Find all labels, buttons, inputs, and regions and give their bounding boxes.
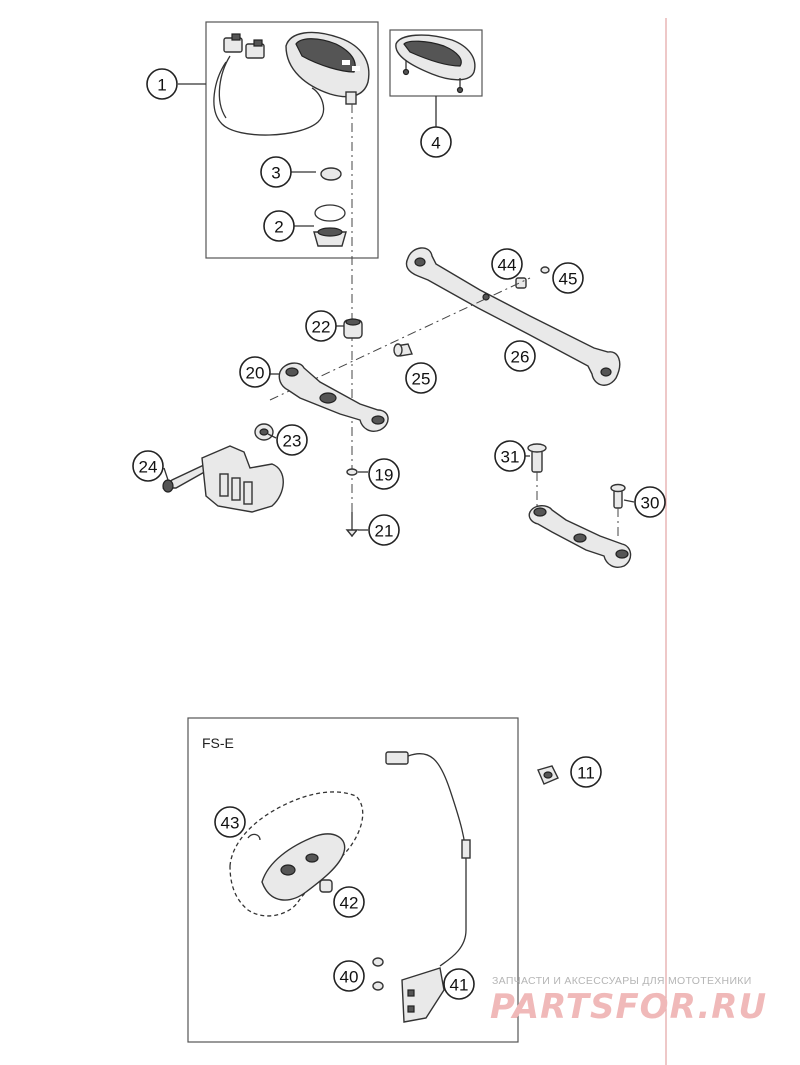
seal-kit-icon [313,204,347,247]
bolt-long-icon [527,443,547,473]
callout-22[interactable]: 22 [305,310,337,342]
svg-text:25: 25 [412,370,431,389]
callout-3[interactable]: 3 [260,156,292,188]
clip-icon [247,833,261,841]
svg-text:30: 30 [641,494,660,513]
callout-41[interactable]: 41 [443,968,475,1000]
svg-text:45: 45 [559,270,578,289]
spacer-icon [515,277,527,289]
holder-plate-icon [278,362,389,432]
brake-disc-icon [229,791,364,917]
svg-text:43: 43 [221,814,240,833]
callout-11[interactable]: 11 [570,756,602,788]
rubber-bushing-icon [343,318,363,339]
screws-icon [372,957,384,991]
svg-text:1: 1 [157,76,166,95]
speedometer-unit-icon [285,31,370,105]
speed-sensor-icon [385,751,471,1023]
svg-text:2: 2 [274,218,283,237]
svg-text:4: 4 [431,134,440,153]
callout-26[interactable]: 26 [504,340,536,372]
screw-icon [345,512,359,538]
magnet-icon [319,879,333,893]
cable-clip-icon [537,765,559,785]
callout-30[interactable]: 30 [634,486,666,518]
callout-40[interactable]: 40 [333,960,365,992]
svg-text:40: 40 [340,968,359,987]
watermark-brand: PARTSFOR.RU [490,987,767,1027]
connector-plug-icon [223,33,265,59]
washer-small-icon [346,468,358,476]
callout-19[interactable]: 19 [368,458,400,490]
watermark-subtitle: ЗАПЧАСТИ И АКСЕССУАРЫ ДЛЯ МОТОТЕХНИКИ [492,975,752,987]
callout-44[interactable]: 44 [491,248,523,280]
callout-25[interactable]: 25 [405,362,437,394]
bolt-icon [162,463,209,493]
guard-plate-icon [201,445,284,513]
svg-text:24: 24 [139,458,158,477]
speedometer-cable [213,61,325,136]
speedometer-group-frame [205,21,379,259]
callout-23[interactable]: 23 [276,424,308,456]
holder-plate-lower-icon [528,505,632,568]
svg-text:44: 44 [498,256,517,275]
svg-text:23: 23 [283,432,302,451]
callout-2[interactable]: 2 [263,210,295,242]
svg-text:11: 11 [577,764,595,783]
callout-20[interactable]: 20 [239,356,271,388]
bolt-short-icon [610,483,626,509]
svg-text:3: 3 [271,164,280,183]
callout-31[interactable]: 31 [494,440,526,472]
callout-42[interactable]: 42 [333,886,365,918]
callout-1[interactable]: 1 [146,68,178,100]
callout-21[interactable]: 21 [368,514,400,546]
svg-text:26: 26 [511,348,530,367]
svg-text:21: 21 [375,522,394,541]
callout-4[interactable]: 4 [420,126,452,158]
cap-icon [320,167,342,181]
display-cover-icon [395,34,476,94]
grommet-icon [254,423,274,441]
bushing-icon [393,343,413,357]
fs-e-frame [187,717,519,1043]
svg-text:31: 31 [501,448,520,467]
callout-45[interactable]: 45 [552,262,584,294]
svg-text:42: 42 [340,894,359,913]
svg-text:22: 22 [312,318,331,337]
svg-text:20: 20 [246,364,265,383]
svg-text:19: 19 [375,466,394,485]
svg-text:41: 41 [450,976,469,995]
washer-icon [540,266,550,274]
callout-43[interactable]: 43 [214,806,246,838]
fs-e-label: FS-E [202,735,234,751]
callout-24[interactable]: 24 [132,450,164,482]
